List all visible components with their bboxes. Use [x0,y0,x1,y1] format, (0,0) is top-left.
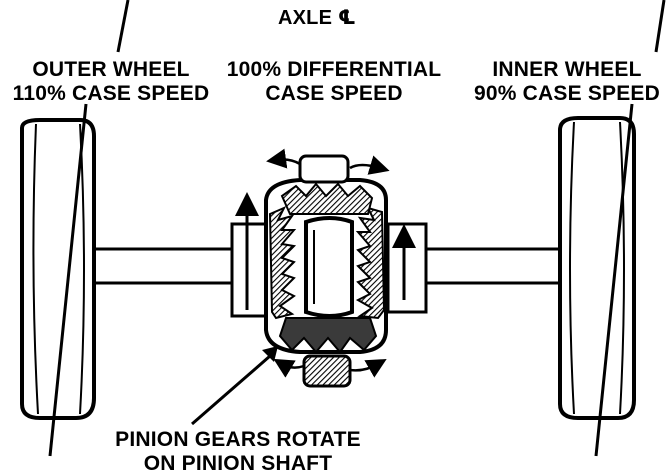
inner-wheel-label: INNER WHEEL 90% CASE SPEED [466,58,668,106]
left-axle-shaft [90,247,234,285]
outer-wheel-label: OUTER WHEEL 110% CASE SPEED [4,58,218,106]
leader-lines [48,0,666,457]
inner-wheel-leader-2 [594,103,634,457]
pinion-shaft [304,216,354,318]
pinion-line-2: ON PINION SHAFT [143,452,333,475]
right-axle-shaft [424,247,564,285]
lower-pinion-rotation-arrow [273,358,387,378]
pinion-line-1: PINION GEARS ROTATE [115,428,361,451]
inner-wheel-speed: 90% CASE SPEED [473,82,661,105]
lower-pinion-gear [278,317,378,388]
outer-wheel-title: OUTER WHEEL [32,58,190,81]
axle-centerline-leader [116,0,130,53]
inner-wheel [558,116,636,420]
differential-title: 100% DIFFERENTIAL [226,58,442,81]
differential-speed: CASE SPEED [265,82,403,105]
inner-wheel-leader [654,0,666,53]
upper-pinion-gear [280,154,374,215]
outer-wheel-speed: 110% CASE SPEED [12,82,210,105]
right-side-gear-hub [386,222,428,314]
left-side-gear [268,206,297,320]
pinion-leader [191,354,271,426]
upper-pinion-rotation-arrow [266,148,390,175]
axle-centerline-text: AXLE ℄ [277,7,357,29]
axle-centerline-label: AXLE ℄ [262,6,372,30]
differential-label: 100% DIFFERENTIAL CASE SPEED [218,58,450,106]
outer-wheel-leader [48,103,88,457]
pinion-gears-label: PINION GEARS ROTATE ON PINION SHAFT [96,428,380,476]
inner-wheel-title: INNER WHEEL [492,58,642,81]
right-side-gear [355,206,386,320]
left-side-gear-hub [230,222,268,318]
pinion-leader-arrowhead [262,346,278,362]
